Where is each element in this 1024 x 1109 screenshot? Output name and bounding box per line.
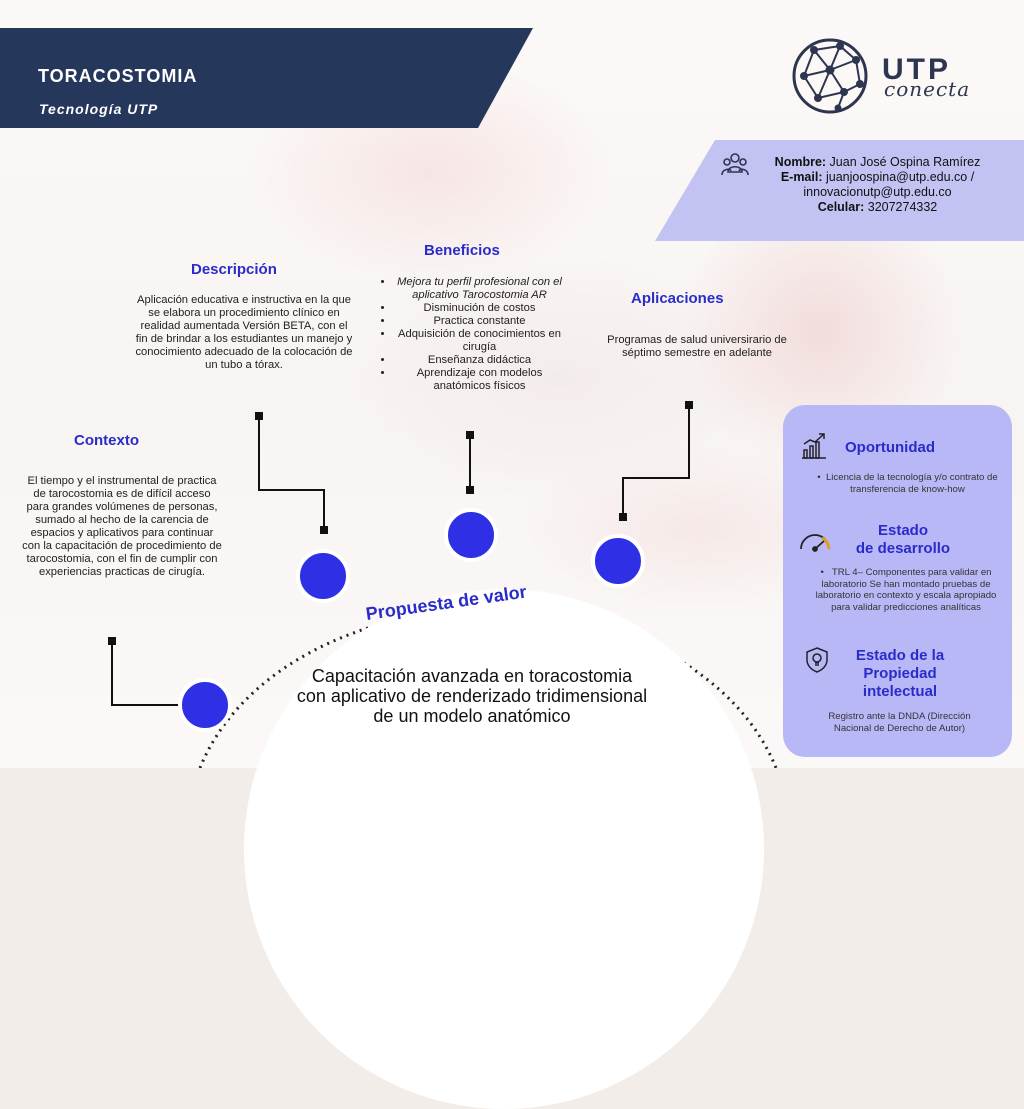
contact-info: Nombre: Juan José Ospina Ramírez E-mail:…: [755, 155, 1000, 215]
list-item: Aprendizaje con modelos anatómicos físic…: [394, 367, 565, 393]
contexto-text: El tiempo y el instrumental de practica …: [22, 475, 222, 578]
node-descripcion: [296, 549, 350, 603]
aplicaciones-heading: Aplicaciones: [631, 290, 724, 307]
oportunidad-heading: Oportunidad: [845, 439, 935, 456]
beneficios-list: Mejora tu perfil profesional con el apli…: [380, 276, 565, 393]
utp-logo: [790, 36, 990, 116]
estado-heading: Estado de desarrollo: [855, 522, 951, 557]
list-item: Adquisición de conocimientos en cirugía: [394, 328, 565, 354]
node-beneficios: [444, 508, 498, 562]
node-contexto: [178, 678, 232, 732]
contact-box: [655, 140, 1024, 241]
descripcion-heading: Descripción: [191, 261, 277, 278]
node-aplicaciones: [591, 534, 645, 588]
page-subtitle: Tecnología UTP: [39, 101, 159, 117]
propiedad-text: Registro ante la DNDA (Dirección Naciona…: [828, 711, 971, 734]
shield-bulb-icon: [805, 646, 829, 679]
list-item: Practica constante: [394, 315, 565, 328]
connector-lines: [108, 401, 778, 768]
gauge-icon: [798, 530, 832, 557]
growth-chart-icon: [800, 432, 828, 465]
estado-text: • TRL 4– Componentes para validar en lab…: [815, 567, 997, 613]
contact-email: E-mail: juanjoospina@utp.edu.co / innova…: [780, 170, 975, 199]
network-globe-icon: [792, 38, 868, 114]
logo-brand: UTP: [882, 53, 951, 86]
beneficios-heading: Beneficios: [424, 242, 500, 259]
contact-phone: Celular: 3207274332: [817, 200, 938, 214]
list-item: Disminución de costos: [394, 302, 565, 315]
descripcion-text: Aplicación educativa e instructiva en la…: [135, 294, 353, 371]
side-panel: [783, 405, 1012, 757]
people-icon: [720, 150, 750, 185]
list-item: Enseñanza didáctica: [394, 354, 565, 367]
contact-name: Nombre: Juan José Ospina Ramírez: [774, 155, 981, 169]
title-banner: [0, 28, 535, 128]
value-proposition-text: Capacitación avanzada en toracostomia co…: [296, 666, 648, 726]
timeline-nodes: [178, 508, 645, 732]
logo-tagline: conecta: [884, 77, 971, 101]
aplicaciones-text: Programas de salud universirario de sépt…: [607, 334, 787, 359]
oportunidad-text: • Licencia de la tecnología y/o contrato…: [817, 472, 998, 495]
list-item: Mejora tu perfil profesional con el apli…: [394, 276, 565, 302]
contexto-heading: Contexto: [74, 432, 139, 449]
propiedad-heading: Estado de la Propiedad intelectual: [855, 647, 945, 700]
page-title: TORACOSTOMIA: [38, 66, 198, 86]
